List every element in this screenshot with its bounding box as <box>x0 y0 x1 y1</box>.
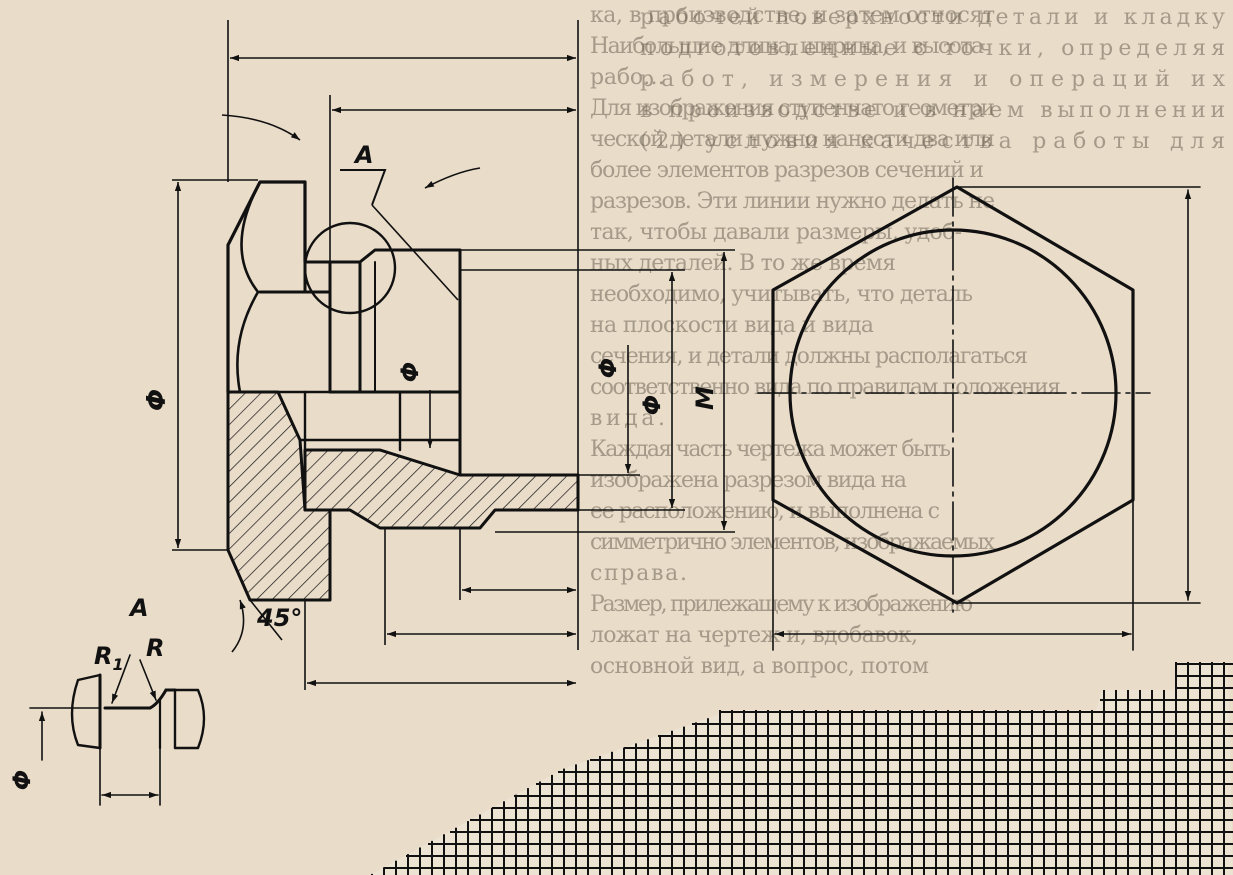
graph-paper-area <box>370 662 1233 875</box>
detail-a-right-profile <box>173 688 206 750</box>
background-text-line: так, чтобы давали размеры, удоб- <box>590 220 962 245</box>
background-text-line: ческой детали нужно нанести два или <box>590 127 995 152</box>
label-radius-r1: R1 <box>94 642 124 674</box>
label-phi-bore: Φ <box>396 362 424 382</box>
leader-r1 <box>111 654 131 704</box>
detail-circle-a <box>303 221 397 315</box>
background-text-line: ка, в производстве, и затем относят <box>590 3 995 28</box>
background-text-line: основной вид, а вопрос, потом <box>590 654 929 679</box>
dim-45-chamfer <box>231 599 246 653</box>
background-text: ка, в производстве, и затем относятНаибо… <box>590 3 1226 679</box>
dim-chamfer-angle <box>221 114 301 141</box>
label-section-a: A <box>353 141 374 169</box>
background-text-line: подготовленные с точки, определяя <box>640 36 1225 61</box>
label-phi-main: Φ <box>142 389 172 411</box>
drawing-labels: A Φ Φ Φ Φ M 45° A R1 R Φ <box>8 141 719 790</box>
background-text-line: на плоскости вида и вида <box>590 313 874 338</box>
background-text-line: Наибольшие длина, ширина, и высота <box>590 34 984 59</box>
graph-paper-grid <box>370 662 1233 875</box>
detail-a-left-profile <box>70 673 102 750</box>
head-outline-upper <box>226 180 307 394</box>
background-text-line: изображена разрезом вида на <box>590 468 907 493</box>
label-phi-thread-inner: Φ <box>594 358 622 378</box>
label-detail-a: A <box>128 594 149 622</box>
front-view-section <box>226 180 580 602</box>
background-text-line: сечения, и детали должны располагаться <box>590 344 1028 369</box>
background-text-line: (2) условия качества работы для <box>640 129 1225 154</box>
background-text-line: соответственно вида по правилам положени… <box>590 375 1061 400</box>
shank-outline <box>303 248 462 394</box>
background-text-line: ложат на чертеж и, вдобавок, <box>590 623 918 648</box>
background-text-line: симметрично элементов, изображаемых <box>590 530 996 555</box>
section-marker-a <box>340 169 387 206</box>
background-text-line: Каждая часть чертежа может быть <box>590 437 951 462</box>
head-chamfer-arc <box>236 184 260 394</box>
end-view-hexagon <box>757 177 1201 651</box>
background-text-line: рабочей поверхности детали и кладку <box>640 5 1225 30</box>
label-angle-45: 45° <box>256 604 302 632</box>
background-text-line: справа. <box>590 561 687 586</box>
background-text-line: работ, измерения и операций их <box>640 67 1226 92</box>
background-text-line: ных деталей. В то же время <box>590 251 896 276</box>
background-text-line: рабо… <box>590 65 665 90</box>
label-thread-m: M <box>691 386 719 410</box>
label-phi-thread-outer: Φ <box>638 395 666 415</box>
detail-a-view <box>29 654 206 806</box>
leader-r <box>139 659 157 701</box>
background-text-line: Для изображения ступенчато геометри <box>590 96 995 121</box>
background-text-line: разрезов. Эти линии нужно делать не <box>590 189 995 214</box>
background-text-line: Размер, прилежащему к изображению <box>590 592 973 617</box>
label-phi-detail: Φ <box>8 770 36 790</box>
section-hatch-shank <box>303 448 580 530</box>
label-radius-r: R <box>146 634 164 662</box>
background-text-line: более элементов разрезов сечений и <box>590 158 984 183</box>
background-text-line: ее расположению, и выполнена с <box>590 499 940 524</box>
front-view-dimensions <box>172 20 735 690</box>
background-text-line: в производстве и в наем выполнении <box>640 98 1225 123</box>
